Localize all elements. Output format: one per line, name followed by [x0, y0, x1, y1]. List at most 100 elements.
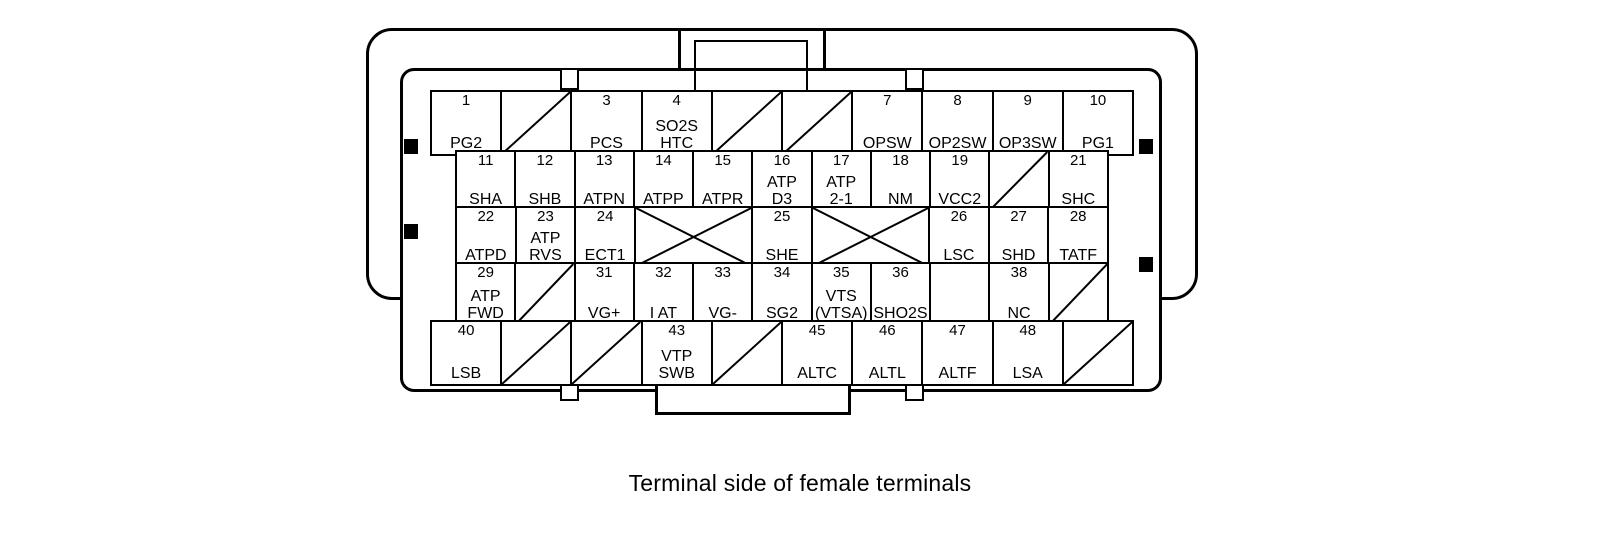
terminal-label: VTS(VTSA) [815, 288, 868, 322]
terminal-number: 9 [1023, 92, 1032, 109]
slash-icon [1064, 322, 1132, 384]
terminal-cell-slash [500, 92, 570, 154]
terminal-label: SHB [528, 191, 562, 208]
terminal-cell-slash [1047, 264, 1107, 324]
mounting-clip-right-bottom [1139, 257, 1153, 272]
terminal-label: ALTL [868, 365, 906, 382]
terminal-label: SG2 [765, 305, 798, 322]
terminal-cell-blank [929, 264, 988, 324]
terminal-number: 26 [950, 208, 968, 225]
terminal-label: ATPD [465, 247, 507, 264]
terminal-number: 47 [949, 322, 966, 339]
terminal-cell-slash [781, 92, 851, 154]
terminal-number: 35 [832, 264, 850, 281]
terminal-label: PG1 [1081, 135, 1114, 152]
terminal-cell-cross [633, 208, 751, 266]
terminal-number: 27 [1010, 208, 1027, 225]
slash-icon [516, 264, 573, 324]
terminal-cell-slash [570, 322, 640, 384]
terminal-number: 33 [714, 264, 732, 281]
terminal-label: PCS [590, 135, 623, 152]
terminal-number: 29 [477, 264, 494, 281]
terminal-label: VG+ [587, 305, 621, 322]
terminal-cell-slash [514, 264, 573, 324]
terminal-number: 7 [883, 92, 892, 109]
diagram-caption: Terminal side of female terminals [628, 470, 972, 496]
terminal-number: 19 [951, 152, 969, 169]
terminal-label: SHC [1061, 191, 1096, 208]
terminal-label: NC [1007, 305, 1031, 322]
terminal-cell-slash [988, 152, 1047, 210]
cross-out-icon [636, 208, 751, 266]
terminal-number: 14 [655, 152, 672, 169]
terminal-number: 48 [1019, 322, 1037, 339]
terminal-number: 36 [892, 264, 909, 281]
guide-key-top-right [905, 68, 924, 90]
terminal-label: VCC2 [938, 191, 982, 208]
mounting-clip-left-top [404, 139, 418, 154]
terminal-label: ALTF [938, 365, 977, 382]
terminal-cell-slash [710, 92, 781, 154]
slash-icon [713, 92, 781, 154]
slash-icon [713, 322, 781, 384]
connector-lock-tab-inner [694, 40, 808, 92]
terminal-number: 15 [714, 152, 732, 169]
terminal-label: SHO2S [873, 305, 928, 322]
terminal-number: 3 [602, 92, 611, 109]
terminal-label: OPSW [862, 135, 912, 152]
terminal-label: ATPN [583, 191, 625, 208]
slash-icon [990, 152, 1047, 210]
terminal-number: 43 [668, 322, 686, 339]
terminal-number: 11 [477, 152, 494, 169]
terminal-number: 28 [1069, 208, 1087, 225]
slash-icon [502, 92, 570, 154]
terminal-label: LSC [943, 247, 975, 264]
terminal-label: TATF [1059, 247, 1097, 264]
terminal-number: 13 [595, 152, 613, 169]
terminal-label: ALTC [797, 365, 837, 382]
terminal-label: LSB [450, 365, 482, 382]
terminal-label: LSA [1012, 365, 1043, 382]
terminal-label: SHE [765, 247, 799, 264]
terminal-cell-slash [1061, 322, 1132, 384]
terminal-number: 46 [878, 322, 896, 339]
terminal-cell-slash [500, 322, 570, 384]
slash-icon [572, 322, 640, 384]
connector-bottom-tab [655, 383, 851, 415]
terminal-number: 17 [832, 152, 850, 169]
terminal-number: 22 [477, 208, 495, 225]
terminal-number: 12 [536, 152, 554, 169]
terminal-label: ECT1 [584, 247, 626, 264]
